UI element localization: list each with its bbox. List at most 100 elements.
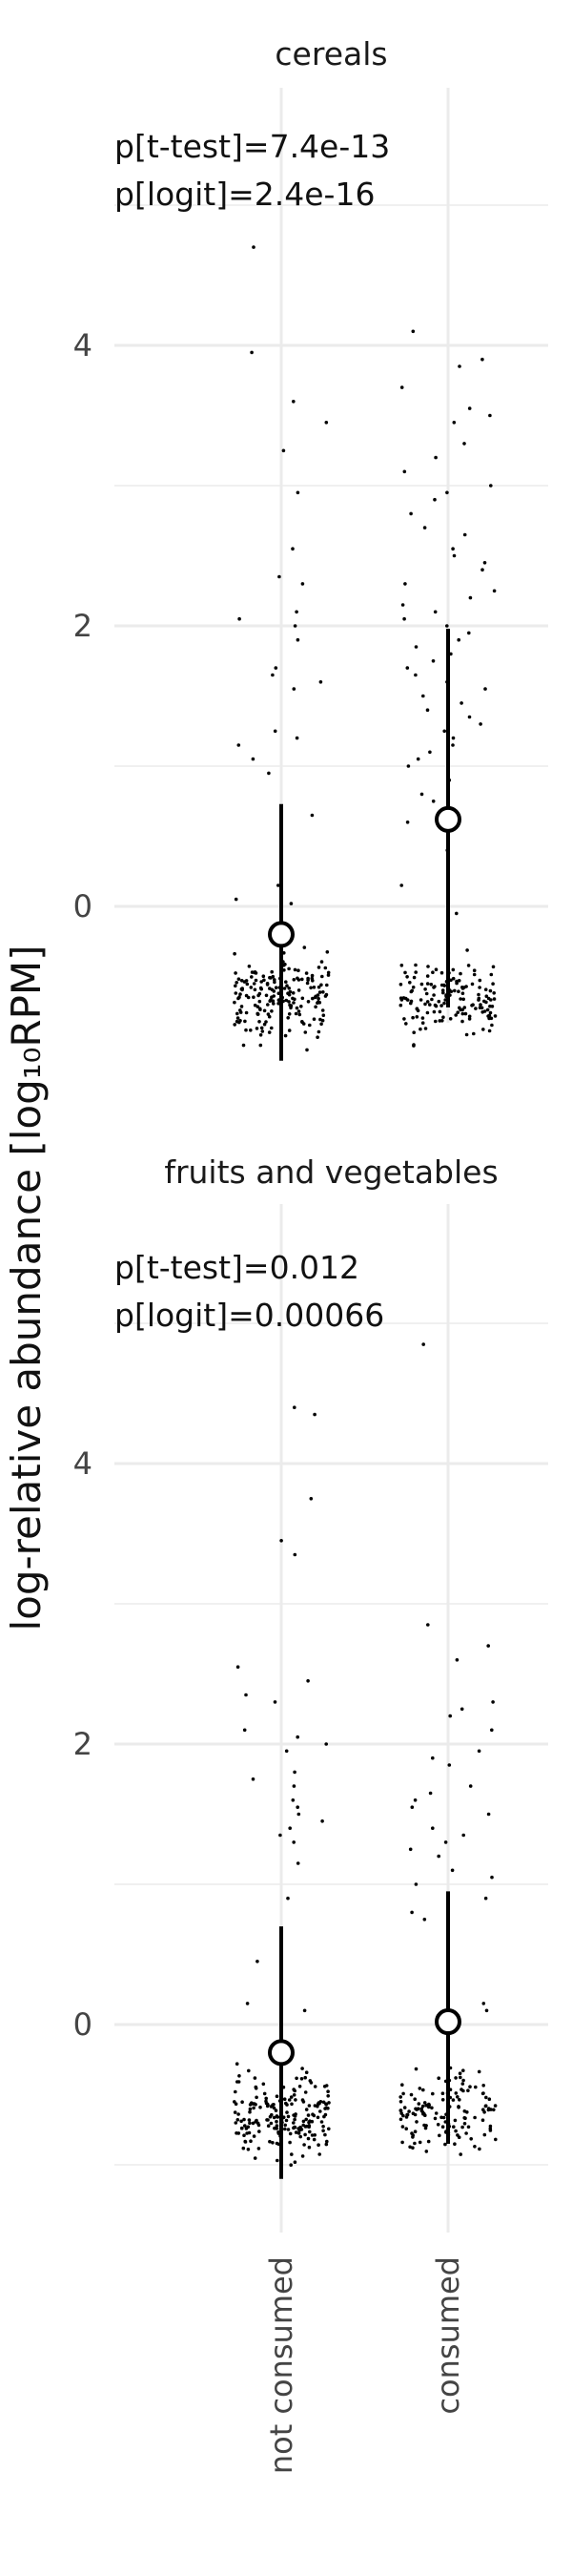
data-point	[483, 2104, 488, 2109]
data-point	[321, 2129, 325, 2133]
data-point	[292, 2093, 296, 2097]
data-point	[398, 1003, 403, 1008]
data-point	[266, 1003, 270, 1007]
data-point	[421, 1342, 426, 1346]
data-point	[306, 2136, 311, 2141]
data-point	[321, 990, 325, 994]
data-point	[317, 2143, 320, 2147]
data-point	[466, 964, 471, 967]
data-point	[488, 2129, 493, 2132]
data-point	[461, 2078, 465, 2083]
data-point	[289, 2163, 294, 2167]
data-point	[441, 990, 445, 995]
data-point	[458, 2071, 462, 2075]
data-point	[408, 1847, 413, 1852]
data-point	[292, 1001, 296, 1005]
data-point	[428, 750, 432, 755]
data-point	[432, 993, 436, 997]
data-point	[317, 2101, 321, 2106]
facet-panels: cereals024p[t-test]=7.4e-13p[logit]=2.4e…	[73, 35, 548, 2474]
data-point	[251, 757, 255, 761]
mean-marker	[435, 2008, 461, 2036]
data-point	[442, 729, 447, 734]
data-point	[460, 991, 465, 995]
data-point	[264, 2101, 269, 2106]
data-point	[402, 2106, 407, 2109]
data-point	[490, 1023, 494, 1028]
data-point	[297, 2085, 302, 2088]
data-point	[485, 1008, 490, 1012]
data-point	[308, 2129, 312, 2134]
data-point	[310, 976, 315, 981]
data-point	[304, 971, 309, 975]
panel-1: fruits and vegetables024p[t-test]=0.012p…	[73, 1153, 548, 2233]
data-point	[492, 997, 497, 1001]
data-point	[320, 1018, 325, 1023]
data-point	[312, 2113, 317, 2118]
data-point	[463, 1011, 468, 1016]
data-point	[477, 2069, 481, 2074]
data-point	[244, 2127, 249, 2130]
data-point	[247, 2068, 251, 2073]
data-point	[292, 1784, 296, 1788]
data-point	[458, 364, 461, 368]
data-point	[481, 1028, 485, 1031]
data-point	[460, 1008, 465, 1012]
data-point	[414, 645, 419, 649]
data-point	[438, 1009, 442, 1014]
data-point	[474, 2085, 478, 2089]
data-point	[441, 1015, 445, 1019]
data-point	[293, 967, 297, 972]
data-point	[237, 616, 241, 621]
data-point	[273, 729, 277, 734]
data-point	[252, 982, 256, 986]
data-point	[411, 2146, 415, 2150]
data-point	[484, 994, 489, 998]
data-point	[440, 988, 445, 992]
data-point	[297, 1012, 302, 1017]
data-point	[316, 2115, 320, 2120]
data-point	[235, 1665, 240, 1669]
data-point	[255, 1027, 259, 1030]
data-point	[437, 999, 441, 1004]
data-point	[481, 2084, 486, 2088]
data-point	[277, 574, 281, 579]
data-point	[324, 2102, 328, 2106]
data-point	[488, 1010, 493, 1015]
data-point	[255, 1012, 260, 1016]
data-point	[233, 2110, 237, 2114]
data-point	[491, 982, 495, 986]
data-point	[437, 2076, 441, 2080]
data-point	[411, 2111, 416, 2115]
data-point	[289, 902, 294, 905]
data-point	[399, 883, 404, 887]
data-point	[255, 1005, 260, 1008]
data-point	[300, 2154, 305, 2158]
data-point	[274, 2109, 278, 2112]
p-value-annotation: p[logit]=0.00066	[114, 1297, 384, 1334]
data-point	[255, 1960, 259, 1963]
data-point	[299, 1005, 303, 1008]
data-point	[486, 1644, 490, 1648]
data-point	[270, 987, 275, 992]
data-point	[468, 595, 473, 600]
data-point	[424, 991, 429, 996]
data-point	[467, 1017, 472, 1021]
data-point	[484, 2095, 488, 2100]
data-point	[298, 2134, 303, 2139]
data-point	[479, 722, 482, 726]
data-point	[267, 1030, 272, 1034]
data-point	[320, 974, 324, 979]
data-point	[488, 1004, 492, 1008]
data-point	[246, 2148, 251, 2151]
data-point	[454, 2129, 458, 2133]
data-point	[271, 999, 276, 1003]
data-point	[412, 1030, 417, 1034]
data-point	[301, 2119, 306, 2124]
data-point	[246, 995, 251, 1000]
data-point	[434, 455, 438, 460]
data-point	[293, 2117, 296, 2122]
data-point	[272, 2115, 276, 2120]
data-point	[323, 2112, 328, 2117]
data-point	[284, 2101, 288, 2106]
